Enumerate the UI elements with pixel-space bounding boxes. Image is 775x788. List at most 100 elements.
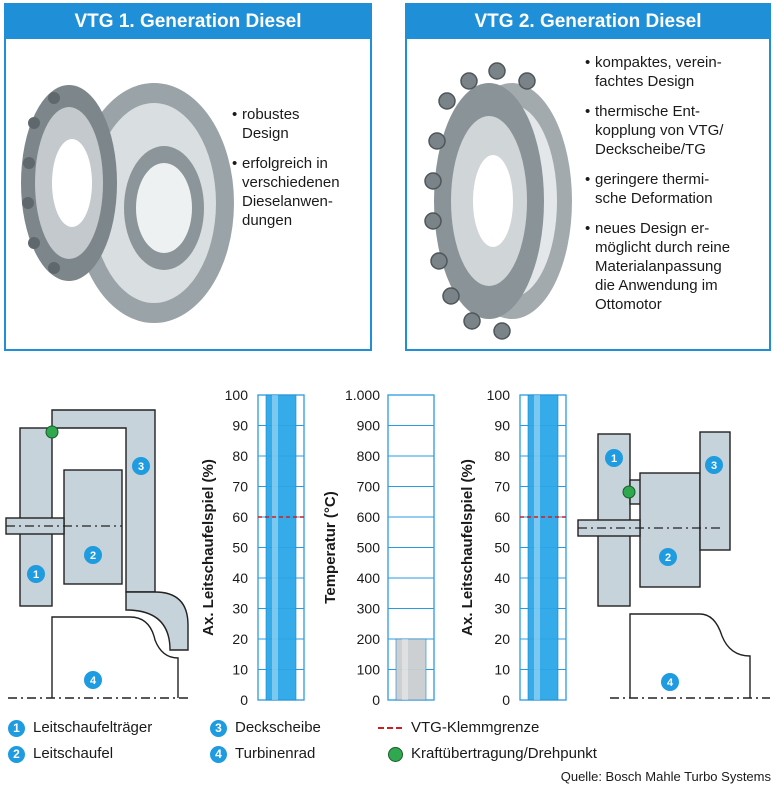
legend-label: Leitschaufelträger bbox=[33, 719, 153, 736]
gen2-bullet: neues Design er- möglicht durch reine Ma… bbox=[585, 219, 769, 314]
svg-text:4: 4 bbox=[667, 677, 674, 689]
legend-item-turbine-wheel: 4 Turbinenrad bbox=[210, 745, 315, 763]
gen2-schematic bbox=[577, 431, 751, 698]
legend-label: Turbinenrad bbox=[235, 745, 316, 762]
chart-2-bar-highlight bbox=[402, 639, 408, 700]
gen2-cover-disc bbox=[699, 431, 731, 551]
chart-3-tick-label: 30 bbox=[494, 601, 510, 617]
chart-2-y-axis-label: Temperatur (°C) bbox=[322, 491, 339, 603]
legend-item-cover-disc: 3 Deckscheibe bbox=[210, 719, 321, 737]
gen1-schematic bbox=[5, 409, 189, 698]
legend-item-clamp-limit: VTG-Klemmgrenze bbox=[378, 719, 539, 736]
chart-3-tick-label: 60 bbox=[494, 509, 510, 525]
chart-1-tick-label: 70 bbox=[232, 479, 248, 495]
gen1-guide-vane bbox=[63, 469, 123, 585]
legend-marker-4: 4 bbox=[210, 745, 227, 763]
chart-1-tick-label: 40 bbox=[232, 570, 248, 586]
chart-2-tick-label: 600 bbox=[357, 509, 381, 525]
chart-3-tick-label: 50 bbox=[494, 540, 510, 556]
gen2-guide-vane bbox=[639, 472, 701, 588]
legend-label: VTG-Klemmgrenze bbox=[411, 719, 540, 736]
chart-2-tick-label: 300 bbox=[357, 601, 381, 617]
legend-marker-3: 3 bbox=[210, 719, 227, 737]
chart-1-y-axis-label: Ax. Leitschaufelspiel (%) bbox=[200, 459, 217, 636]
chart-2-tick-label: 200 bbox=[357, 631, 381, 647]
gen1-turbine-wheel bbox=[51, 616, 179, 698]
panel-vtg-gen2-title: VTG 2. Generation Diesel bbox=[407, 5, 769, 39]
gen2-marker-4: 4 bbox=[661, 673, 679, 691]
gen1-marker-3: 3 bbox=[132, 457, 150, 475]
chart-3-tick-label: 100 bbox=[487, 387, 511, 403]
chart-1-tick-label: 80 bbox=[232, 448, 248, 464]
chart-2-tick-label: 800 bbox=[357, 448, 381, 464]
chart-3-tick-label: 20 bbox=[494, 631, 510, 647]
green-dot-icon bbox=[388, 746, 403, 762]
chart-3-bar bbox=[527, 394, 559, 701]
gen1-marker-2: 2 bbox=[84, 546, 102, 564]
legend-marker-1: 1 bbox=[8, 719, 25, 737]
gen2-marker-1: 1 bbox=[605, 449, 623, 467]
gen2-bullet-list: kompaktes, verein- fachtes Design thermi… bbox=[585, 53, 769, 325]
chart-2-tick-label: 100 bbox=[357, 662, 381, 678]
chart-2-tick-label: 700 bbox=[357, 479, 381, 495]
chart-3-tick-label: 80 bbox=[494, 448, 510, 464]
panel-vtg-gen1-title: VTG 1. Generation Diesel bbox=[6, 5, 370, 39]
svg-text:3: 3 bbox=[711, 460, 717, 472]
chart-3-tick-label: 40 bbox=[494, 570, 510, 586]
chart-2-tick-label: 0 bbox=[372, 692, 380, 708]
svg-text:2: 2 bbox=[665, 552, 671, 564]
chart-3-y-axis-label: Ax. Leitschaufelspiel (%) bbox=[459, 459, 476, 636]
gen2-turbine-wheel bbox=[629, 613, 751, 698]
gen1-bullet: erfolgreich in verschiedenen Dieselanwen… bbox=[232, 154, 367, 230]
svg-text:1: 1 bbox=[611, 453, 617, 465]
vtg-gen2-part-photo bbox=[424, 62, 572, 340]
chart-1-tick-label: 50 bbox=[232, 540, 248, 556]
svg-text:2: 2 bbox=[90, 550, 96, 562]
gen1-pivot-point bbox=[45, 425, 59, 439]
source-credit: Quelle: Bosch Mahle Turbo Systems bbox=[560, 769, 771, 784]
chart-1-tick-label: 100 bbox=[225, 387, 249, 403]
chart-1-bar-highlight bbox=[272, 395, 278, 700]
legend-item-vane-carrier: 1 Leitschaufelträger bbox=[8, 719, 152, 737]
gen1-bullet: robustes Design bbox=[232, 105, 367, 143]
chart-3-bar-highlight bbox=[534, 395, 540, 700]
gen1-cover-disc bbox=[125, 591, 189, 651]
vtg-gen1-part-photo bbox=[21, 83, 234, 323]
legend-label: Deckscheibe bbox=[235, 719, 321, 736]
chart-1-tick-label: 60 bbox=[232, 509, 248, 525]
chart-3-tick-label: 0 bbox=[502, 692, 510, 708]
gen2-bullet: geringere thermi- sche Deformation bbox=[585, 170, 769, 208]
gen2-bullet: kompaktes, verein- fachtes Design bbox=[585, 53, 769, 91]
legend-item-pivot: Kraftübertragung/Drehpunkt bbox=[388, 745, 597, 762]
legend-label: Kraftübertragung/Drehpunkt bbox=[411, 745, 597, 762]
gen2-marker-3: 3 bbox=[705, 456, 723, 474]
chart-1-tick-label: 20 bbox=[232, 631, 248, 647]
chart-2-tick-label: 400 bbox=[357, 570, 381, 586]
gen2-pivot-point bbox=[622, 485, 636, 499]
svg-text:1: 1 bbox=[33, 569, 39, 581]
svg-text:4: 4 bbox=[90, 675, 97, 687]
chart-2-tick-label: 1.000 bbox=[345, 387, 380, 403]
panel-vtg-gen2: VTG 2. Generation Diesel kompaktes, vere… bbox=[405, 3, 771, 351]
panel-vtg-gen1: VTG 1. Generation Diesel robustes Design… bbox=[4, 3, 372, 351]
chart-1-tick-label: 90 bbox=[232, 418, 248, 434]
chart-3-tick-label: 10 bbox=[494, 662, 510, 678]
legend-label: Leitschaufel bbox=[33, 745, 114, 762]
gen2-bullet: thermische Ent- kopplung von VTG/ Decksc… bbox=[585, 102, 769, 159]
chart-3-tick-label: 90 bbox=[494, 418, 510, 434]
chart-3-tick-label: 70 bbox=[494, 479, 510, 495]
gen1-marker-4: 4 bbox=[84, 671, 102, 689]
chart-1-tick-label: 30 bbox=[232, 601, 248, 617]
chart-2-tick-label: 900 bbox=[357, 418, 381, 434]
chart-1-tick-label: 0 bbox=[240, 692, 248, 708]
chart-1-tick-label: 10 bbox=[232, 662, 248, 678]
legend-marker-2: 2 bbox=[8, 745, 25, 763]
gen1-bullet-list: robustes Design erfolgreich in verschied… bbox=[232, 105, 367, 241]
legend-item-guide-vane: 2 Leitschaufel bbox=[8, 745, 113, 763]
chart-2-bar bbox=[395, 638, 427, 701]
gen1-marker-1: 1 bbox=[27, 565, 45, 583]
gen2-marker-2: 2 bbox=[659, 548, 677, 566]
dashed-line-icon bbox=[378, 727, 402, 730]
